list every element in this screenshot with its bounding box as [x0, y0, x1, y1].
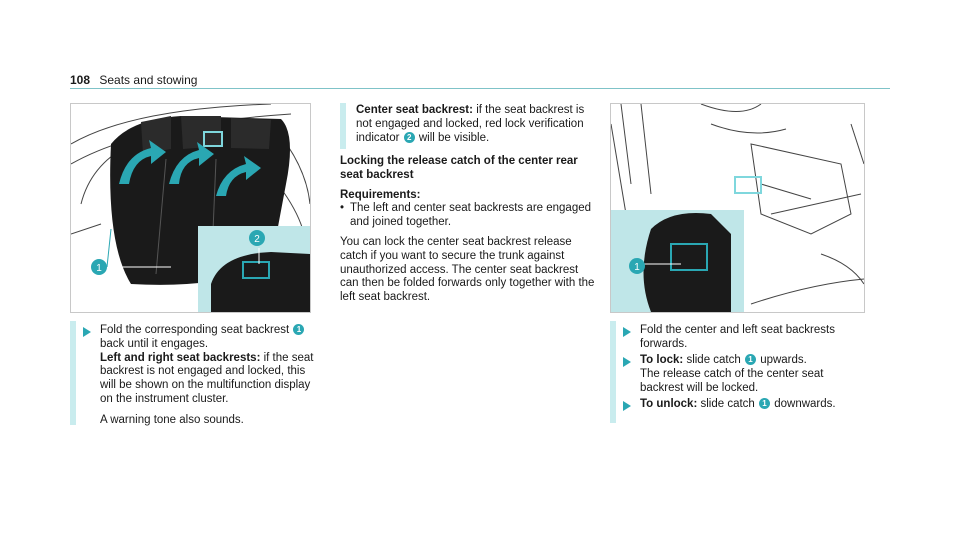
- step-arrow-icon: [623, 327, 631, 337]
- figure-rear-seat-backrests: 1 2: [70, 103, 311, 313]
- callout-2: 2: [254, 234, 260, 245]
- left-instructions: Fold the corresponding seat backrest 1 b…: [100, 324, 315, 428]
- step-arrow-icon: [623, 401, 631, 411]
- lock-result: The release catch of the center seat bac…: [640, 367, 824, 394]
- callout-badge: 2: [403, 131, 415, 143]
- figure-center-release-catch: 1: [610, 103, 865, 313]
- right-step-lock: To lock: slide catch 1 upwards. The rele…: [640, 354, 865, 395]
- step-arrow-icon: [623, 357, 631, 367]
- header-rule: [70, 88, 890, 89]
- note-left-right: Left and right seat backrests: if the se…: [100, 351, 314, 405]
- right-step-fold: Fold the center and left seat backrests …: [640, 324, 835, 350]
- locking-body: You can lock the center seat backrest re…: [340, 235, 595, 304]
- step-arrow-icon: [83, 327, 91, 337]
- callout-badge: 1: [744, 354, 756, 365]
- middle-column: Center seat backrest: if the seat backre…: [356, 104, 596, 145]
- callout-1: 1: [96, 263, 102, 274]
- right-step-unlock: To unlock: slide catch 1 downwards.: [640, 398, 836, 410]
- bullet-point: •: [340, 202, 345, 215]
- locking-heading: Locking the release catch of the center …: [340, 155, 578, 181]
- callout-1: 1: [634, 262, 640, 273]
- instruction-sidebar: [70, 321, 76, 425]
- locking-section: Locking the release catch of the center …: [340, 155, 596, 305]
- requirements-label: Requirements:: [340, 188, 421, 201]
- page-number: 108: [70, 73, 91, 87]
- step-fold-backrest: Fold the corresponding seat backrest 1 b…: [100, 324, 315, 352]
- callout-badge: 1: [293, 324, 305, 335]
- callout-badge: 1: [759, 398, 771, 409]
- trunk-catch-illustration: 1: [611, 104, 864, 312]
- rear-seat-illustration: 1 2: [71, 104, 310, 312]
- instruction-sidebar-right: [610, 321, 616, 423]
- center-backrest-note: Center seat backrest: if the seat backre…: [356, 104, 585, 144]
- page-header: 108 Seats and stowing: [70, 73, 197, 87]
- section-title: Seats and stowing: [99, 73, 198, 87]
- warning-text: A warning tone also sounds.: [100, 413, 244, 426]
- requirement-item: • The left and center seat backrests are…: [340, 202, 592, 229]
- note-sidebar: [340, 103, 346, 149]
